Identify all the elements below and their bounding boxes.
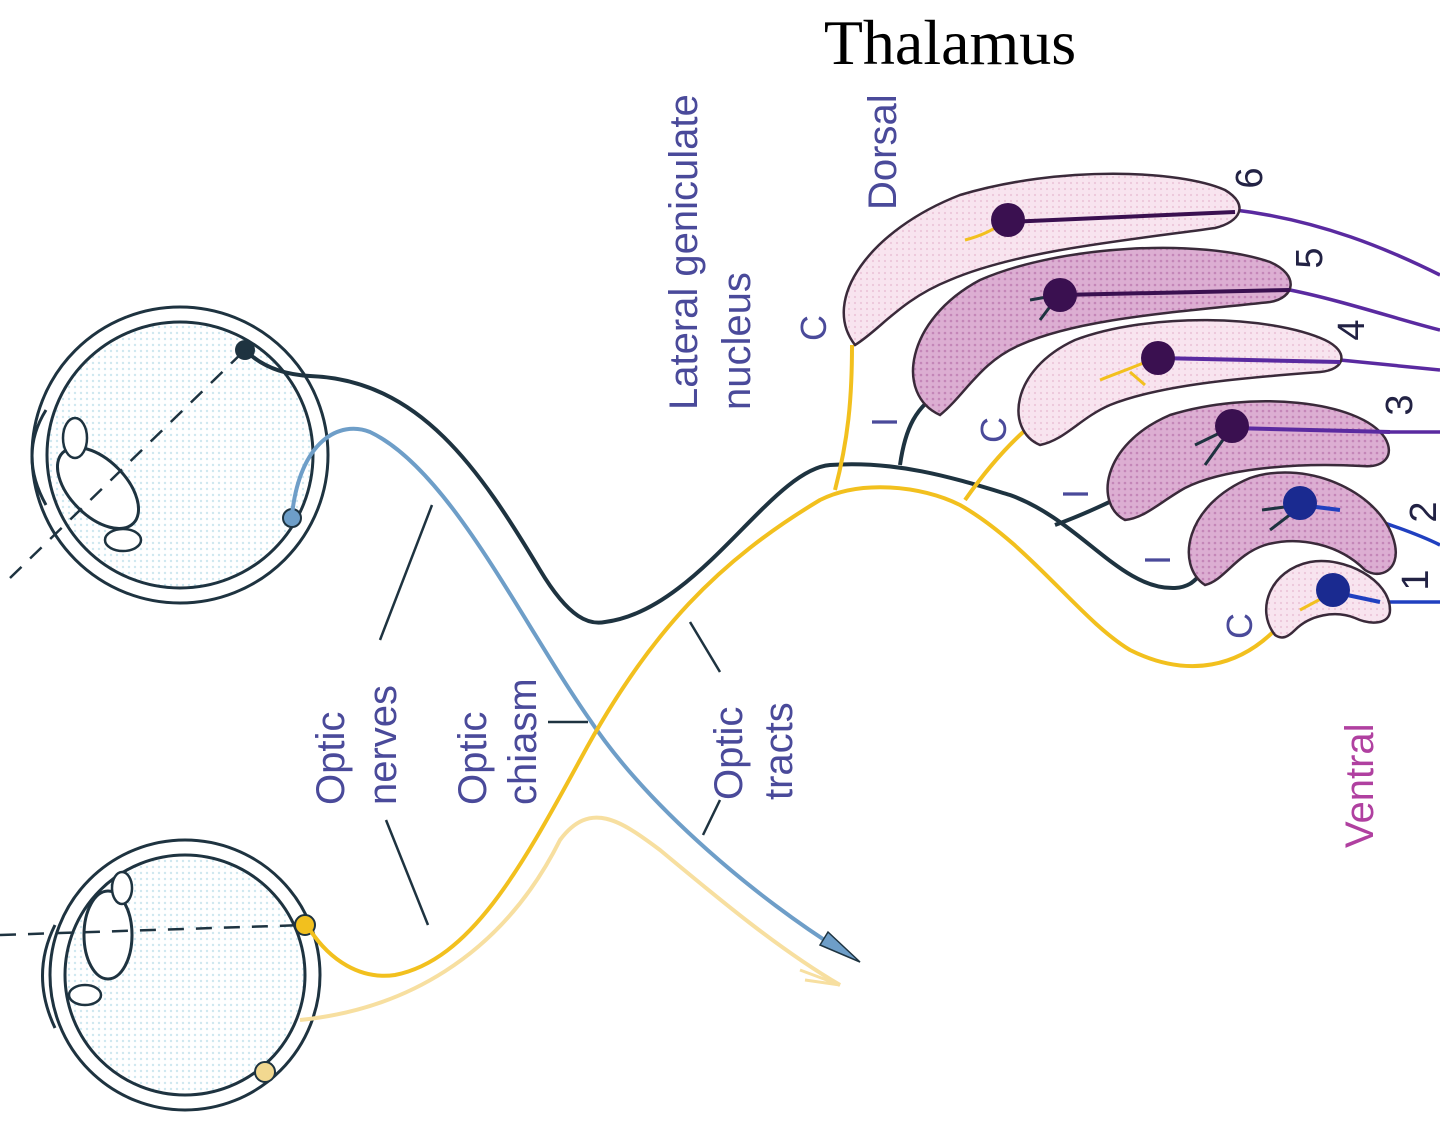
layer-2-neuron <box>1283 486 1317 520</box>
upper-eye <box>9 305 330 605</box>
layer-3-neuron <box>1215 409 1249 443</box>
layer-4-eye-letter: C <box>973 417 1014 443</box>
lgn-layer-4 <box>1017 318 1343 447</box>
optic-chiasm-label-line1: Optic <box>451 712 495 805</box>
layer-5-neuron <box>1043 278 1077 312</box>
optic-tracts-label-line1: Optic <box>707 707 751 800</box>
ventral-label: Ventral <box>1338 723 1382 848</box>
upper-eye-temporal-fiber <box>290 426 842 952</box>
layer-2-eye-letter: I <box>1137 555 1178 565</box>
layer-1-neuron <box>1316 573 1350 607</box>
layer-6-eye-letter: C <box>793 315 834 341</box>
lgn-layer-6 <box>842 172 1241 347</box>
optic-tracts-label-line2: tracts <box>757 702 801 800</box>
layer-6-neuron <box>991 203 1025 237</box>
layer-2-number: 2 <box>1403 501 1440 522</box>
layer-eye-letters: C I C I I C <box>793 315 1260 639</box>
lgn-layer-1 <box>1264 559 1392 639</box>
lgn-layer-3 <box>1106 400 1391 522</box>
lgn-layer-2 <box>1187 471 1398 587</box>
dorsal-label: Dorsal <box>861 94 905 210</box>
lower-eye <box>0 838 322 1112</box>
layer-1-number: 1 <box>1395 569 1437 590</box>
lgn-layer-5 <box>911 246 1292 417</box>
optic-nerves-label-line1: Optic <box>309 712 353 805</box>
layer-5-eye-letter: I <box>864 417 905 427</box>
layer-6-number: 6 <box>1229 167 1271 188</box>
layer-3-number: 3 <box>1379 394 1421 415</box>
lgn-label-line1: Lateral geniculate <box>662 94 706 410</box>
layer-4-number: 4 <box>1331 319 1373 340</box>
contralateral-fiber <box>308 485 1277 978</box>
lower-eye-temporal-fiber <box>299 815 842 1022</box>
optic-nerves-label-line2: nerves <box>361 685 405 805</box>
layer-1-eye-letter: C <box>1219 613 1260 639</box>
layer-4-neuron <box>1141 341 1175 375</box>
diagram-title: Thalamus <box>824 7 1076 78</box>
lgn-label-line2: nucleus <box>715 272 759 410</box>
lower-eye-ganglion-cell-temporal <box>254 1061 276 1083</box>
layer-numbers: 6 5 4 3 2 1 <box>1229 167 1440 590</box>
optic-tract-arrow <box>818 930 861 963</box>
ipsilateral-fiber <box>243 348 1202 625</box>
lgn-layers <box>842 172 1398 639</box>
layer-5-number: 5 <box>1289 247 1331 268</box>
optic-chiasm-label-line2: chiasm <box>501 678 545 805</box>
layer-3-eye-letter: I <box>1055 489 1096 499</box>
leader-lines <box>378 504 722 926</box>
